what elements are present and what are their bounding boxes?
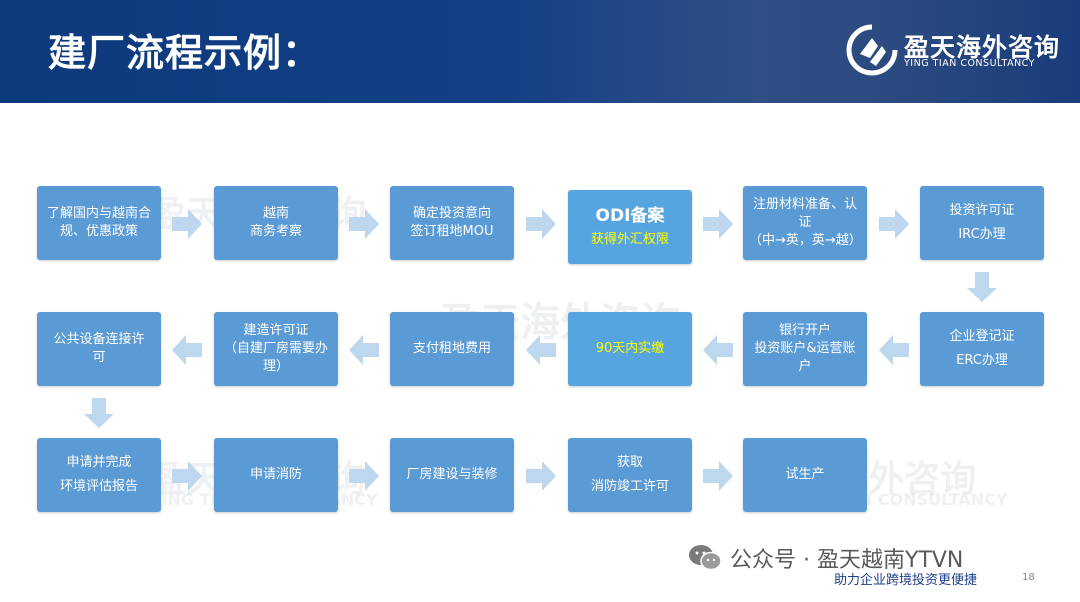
step-text: 户 xyxy=(798,359,812,374)
step-text: ERC办理 xyxy=(956,353,1008,368)
step-text: 可 xyxy=(92,350,106,365)
arrow-left-icon xyxy=(172,335,202,365)
step-text: 了解国内与越南合 xyxy=(46,206,151,221)
arrow-right-icon xyxy=(172,209,202,239)
step-business-visit: 越南 商务考察 xyxy=(214,186,338,260)
step-text: 规、优惠政策 xyxy=(59,224,138,239)
step-text: 支付租地费用 xyxy=(412,341,491,356)
step-investment-intent: 确定投资意向 签订租地MOU xyxy=(390,186,514,260)
arrow-left-icon xyxy=(526,335,556,365)
step-understand-regulations: 了解国内与越南合 规、优惠政策 xyxy=(37,186,161,260)
step-text: 投资账户&运营账 xyxy=(754,341,856,356)
step-text: 理） xyxy=(262,359,289,374)
step-text: 建造许可证 xyxy=(243,323,309,338)
step-text: 投资许可证 xyxy=(949,203,1015,218)
company-logo: 盈天海外咨询 YING TIAN CONSULTANCY xyxy=(846,24,1059,80)
arrow-right-icon xyxy=(703,461,733,491)
step-capital-contribution: 90天内实缴 xyxy=(568,312,692,386)
step-title: ODI备案 xyxy=(595,206,665,226)
arrow-left-icon xyxy=(349,335,379,365)
step-text: （中→英，英→越） xyxy=(749,233,862,248)
header-background-image xyxy=(560,0,1080,103)
step-text: 签订租地MOU xyxy=(410,224,494,239)
step-text: 申请并完成 xyxy=(66,455,132,470)
step-text: 申请消防 xyxy=(249,467,302,482)
step-text: 证 xyxy=(798,215,812,230)
arrow-left-icon xyxy=(703,335,733,365)
step-text: 确定投资意向 xyxy=(412,206,491,221)
step-text: 商务考察 xyxy=(249,224,302,239)
step-text: 公共设备连接许 xyxy=(53,332,145,347)
step-text: 消防竣工许可 xyxy=(590,479,669,494)
step-odi-filing: ODI备案 获得外汇权限 xyxy=(568,190,692,264)
arrow-down-icon xyxy=(967,272,997,302)
step-plant-construction: 厂房建设与装修 xyxy=(390,438,514,512)
step-fire-acceptance: 获取 消防竣工许可 xyxy=(568,438,692,512)
step-text: 企业登记证 xyxy=(949,329,1015,344)
arrow-right-icon xyxy=(172,461,202,491)
header-banner: 建厂流程示例： 盈天海外咨询 YING TIAN CONSULTANCY xyxy=(0,0,1080,103)
arrow-down-icon xyxy=(84,398,114,428)
logo-subtitle: YING TIAN CONSULTANCY xyxy=(904,58,1035,69)
step-pay-land-rent: 支付租地费用 xyxy=(390,312,514,386)
step-text: 银行开户 xyxy=(778,323,831,338)
step-trial-production: 试生产 xyxy=(743,438,867,512)
step-construction-permit: 建造许可证 （自建厂房需要办 理） xyxy=(214,312,338,386)
step-text: IRC办理 xyxy=(958,227,1006,242)
arrow-right-icon xyxy=(879,209,909,239)
step-note: 获得外汇权限 xyxy=(590,232,669,247)
step-registration-materials: 注册材料准备、认 证 （中→英，英→越） xyxy=(743,186,867,260)
arrow-right-icon xyxy=(349,209,379,239)
step-text: 越南 xyxy=(262,206,289,221)
logo-mark-icon xyxy=(846,24,898,76)
step-text: 环境评估报告 xyxy=(59,479,138,494)
page-number: 18 xyxy=(1022,572,1035,583)
step-text: 试生产 xyxy=(785,467,825,482)
logo-name: 盈天海外咨询 xyxy=(904,33,1061,62)
wechat-icon xyxy=(689,545,722,571)
step-text: 厂房建设与装修 xyxy=(406,467,498,482)
step-bank-account: 银行开户 投资账户&运营账 户 xyxy=(743,312,867,386)
step-environmental-assessment: 申请并完成 环境评估报告 xyxy=(37,438,161,512)
arrow-right-icon xyxy=(349,461,379,491)
arrow-right-icon xyxy=(526,461,556,491)
footer-slogan: 助力企业跨境投资更便捷 xyxy=(834,573,978,588)
arrow-left-icon xyxy=(879,335,909,365)
arrow-right-icon xyxy=(526,209,556,239)
step-text: 获取 xyxy=(616,455,643,470)
step-utility-connection: 公共设备连接许 可 xyxy=(37,312,161,386)
step-note: 90天内实缴 xyxy=(595,341,665,356)
wechat-account-name: 公众号 · 盈天越南YTVN xyxy=(730,548,964,573)
step-text: （自建厂房需要办 xyxy=(223,341,328,356)
slide-title: 建厂流程示例： xyxy=(48,31,322,75)
step-erc-registration: 企业登记证 ERC办理 xyxy=(920,312,1044,386)
arrow-right-icon xyxy=(703,209,733,239)
step-text: 注册材料准备、认 xyxy=(752,197,857,212)
step-irc-license: 投资许可证 IRC办理 xyxy=(920,186,1044,260)
step-fire-application: 申请消防 xyxy=(214,438,338,512)
